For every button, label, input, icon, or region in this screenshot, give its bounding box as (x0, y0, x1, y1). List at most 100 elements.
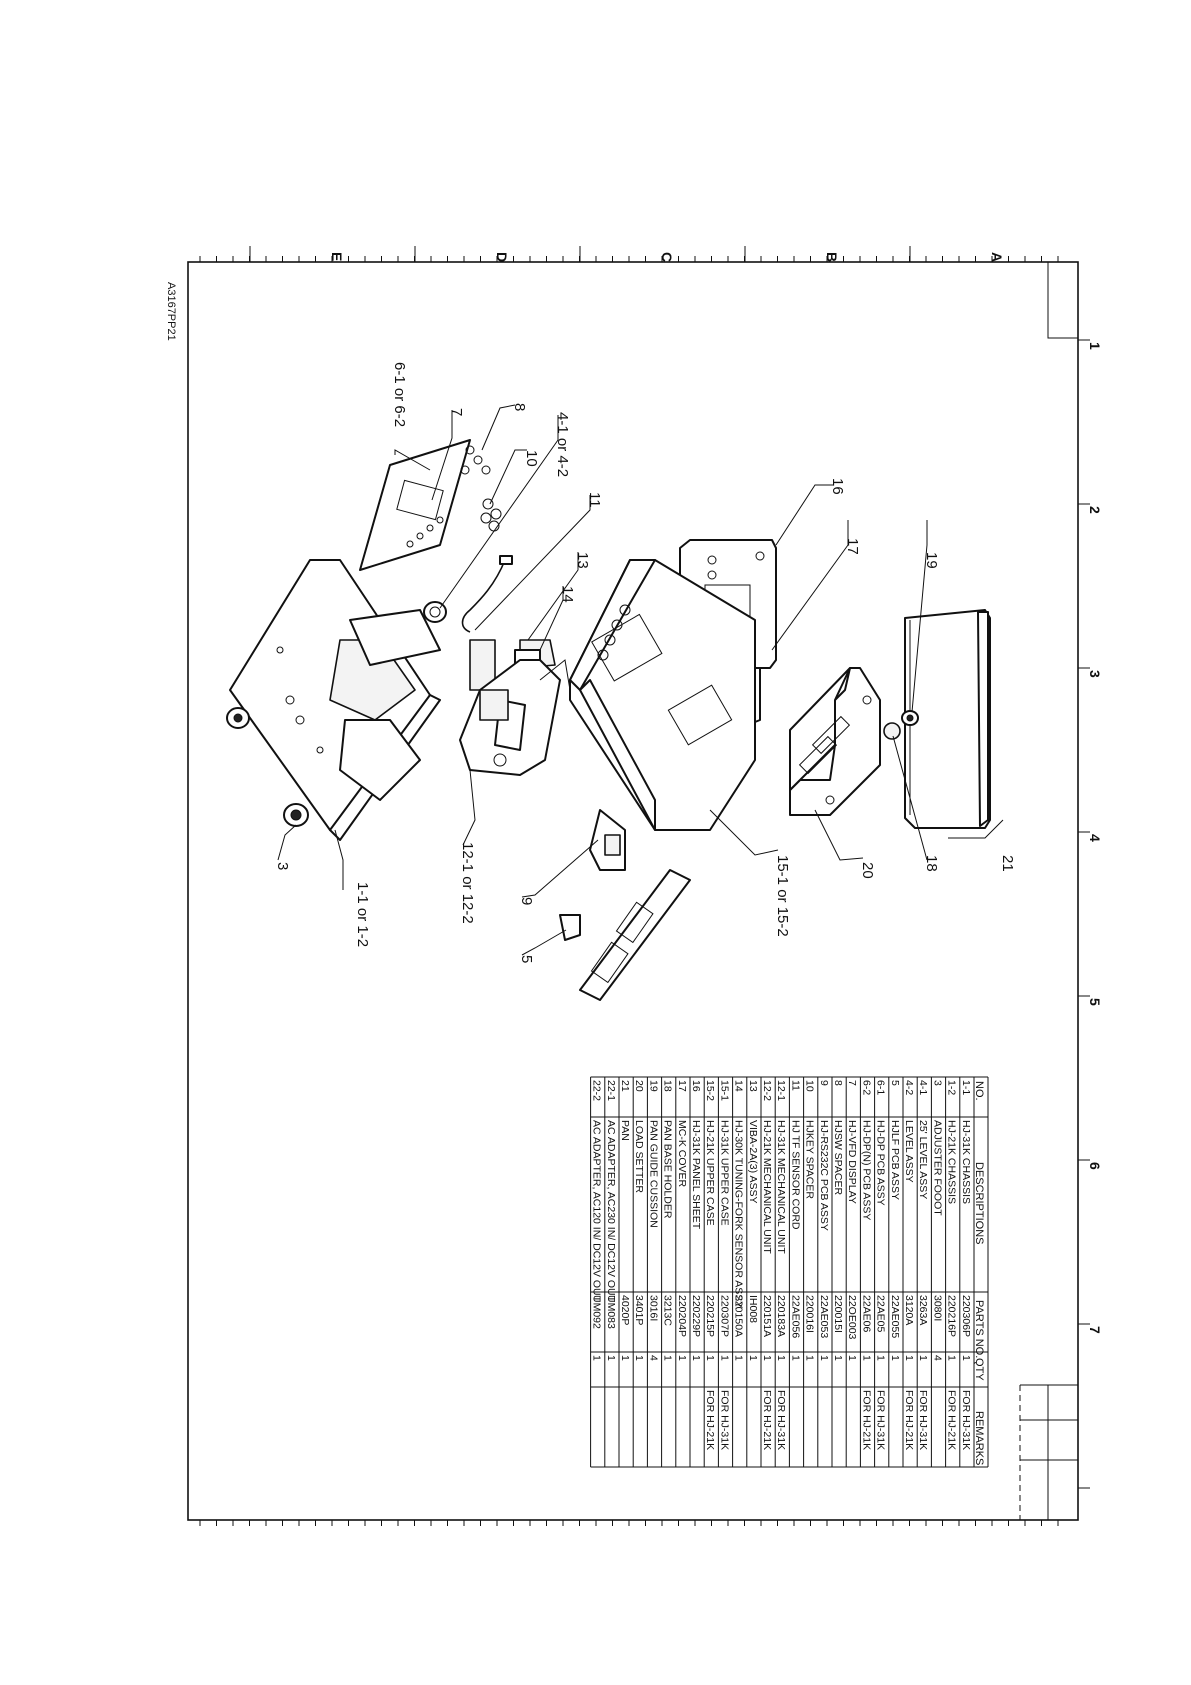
chassis-part (229, 559, 441, 841)
table-row: 22-1AC ADAPTER, AC230 IN/ DC12V OUTUM083… (605, 1080, 617, 1361)
row-no: 20 (633, 1080, 645, 1092)
header-parts-no: PARTS NO. (973, 1300, 985, 1358)
header-remarks: REMARKS (973, 1411, 985, 1465)
row-qty: 1 (662, 1355, 674, 1361)
zone-number-3: 3 (1087, 670, 1103, 678)
callout-1: 1-1 or 1-2 (354, 882, 371, 947)
row-parts-no: 220216P (946, 1295, 958, 1337)
mechanical-unit-part (459, 659, 571, 776)
sensor-cord-part (461, 555, 513, 633)
row-no: 1-2 (946, 1080, 958, 1095)
parts-table: NO. DESCRIPTIONS PARTS NO. QTY REMARKS 1… (590, 1076, 989, 1468)
row-qty: 4 (931, 1355, 943, 1361)
pan-base-holder-part (883, 722, 901, 740)
callout-leaders (277, 404, 1004, 956)
row-parts-no: 22AE055 (889, 1295, 901, 1338)
callout-3: 3 (274, 862, 291, 870)
row-no: 4-1 (917, 1080, 929, 1095)
row-description: PAN GUIDE CUSSION (647, 1120, 659, 1228)
row-parts-no: 22AE05 (875, 1295, 887, 1333)
pan-part (904, 609, 991, 829)
header-no: NO. (973, 1081, 985, 1101)
row-remarks: FOR HJ-21K (761, 1390, 773, 1450)
row-description: HJ-30K TUNING-FORK SENSOR ASSY. (733, 1120, 745, 1310)
row-qty: 1 (633, 1355, 645, 1361)
row-remarks: FOR HJ-21K (860, 1390, 872, 1450)
row-description: HJ-21K CHASSIS (946, 1120, 958, 1204)
callout-18: 18 (923, 855, 940, 872)
parts-table-header: NO. DESCRIPTIONS PARTS NO. QTY REMARKS (973, 1081, 985, 1465)
zone-number-6: 6 (1087, 1162, 1103, 1170)
row-remarks: FOR HJ-31K (775, 1390, 787, 1450)
row-no: 21 (619, 1080, 631, 1092)
header-descriptions: DESCRIPTIONS (973, 1162, 985, 1245)
row-qty: 1 (676, 1355, 688, 1361)
row-no: 9 (818, 1080, 830, 1086)
callout-9: 9 (518, 897, 535, 905)
row-no: 12-1 (775, 1080, 787, 1101)
zone-letter-c: C (659, 252, 675, 262)
row-qty: 1 (832, 1355, 844, 1361)
rear-panel-part (579, 869, 691, 1001)
row-no: 13 (747, 1080, 759, 1092)
row-qty: 1 (690, 1355, 702, 1361)
row-description: VIBA-2A(3) ASSY (747, 1120, 759, 1203)
row-description: HJ TF SENSOR CORD (789, 1120, 801, 1230)
zone-letter-e: E (329, 252, 345, 261)
row-parts-no: 3016I (647, 1295, 659, 1321)
row-parts-no: 22OE003 (846, 1295, 858, 1340)
callout-8: 8 (511, 403, 528, 411)
row-qty: 1 (946, 1355, 958, 1361)
row-no: 10 (804, 1080, 816, 1092)
row-qty: 1 (804, 1355, 816, 1361)
zone-letter-a: A (989, 252, 1005, 262)
row-description: HJ-DP PCB ASSY (875, 1120, 887, 1206)
row-parts-no: 22AE053 (818, 1295, 830, 1338)
row-parts-no: 220150A (733, 1295, 745, 1337)
callout-17: 17 (844, 538, 861, 555)
callout-7: 7 (448, 408, 465, 416)
load-setter-part (789, 667, 881, 816)
row-no: 14 (733, 1080, 745, 1092)
row-description: HJ-VFD DISPLAY (846, 1120, 858, 1204)
zone-letters: A B C D E (329, 252, 1005, 262)
drawing-frame (187, 246, 1090, 1526)
zone-letter-d: D (494, 252, 510, 262)
table-row: 22-2AC ADAPTER, AC120 IN/ DC12V OUTUM092… (591, 1080, 603, 1361)
row-description: HJ-31K UPPER CASE (718, 1120, 730, 1226)
row-no: 11 (789, 1080, 801, 1091)
row-no: 18 (662, 1080, 674, 1092)
row-no: 6-1 (875, 1080, 887, 1095)
callout-20: 20 (859, 862, 876, 879)
row-qty: 1 (789, 1355, 801, 1361)
callout-16: 16 (829, 478, 846, 495)
row-description: AC ADAPTER, AC230 IN/ DC12V OUT (605, 1120, 617, 1303)
row-description: ADJUSTER FOOOT (931, 1120, 943, 1216)
callout-12: 12-1 or 12-2 (459, 842, 476, 924)
callout-15: 15-1 or 15-2 (774, 855, 791, 937)
header-qty: QTY (973, 1358, 985, 1381)
row-qty: 1 (818, 1355, 830, 1361)
row-parts-no: 220307P (718, 1295, 730, 1337)
hjlf-pcb-part (559, 914, 581, 941)
row-parts-no: 220229P (690, 1295, 702, 1337)
row-parts-no: 3263A (917, 1295, 929, 1325)
row-no: 8 (832, 1080, 844, 1086)
callout-13: 13 (574, 552, 591, 569)
row-description: PAN (619, 1120, 631, 1141)
